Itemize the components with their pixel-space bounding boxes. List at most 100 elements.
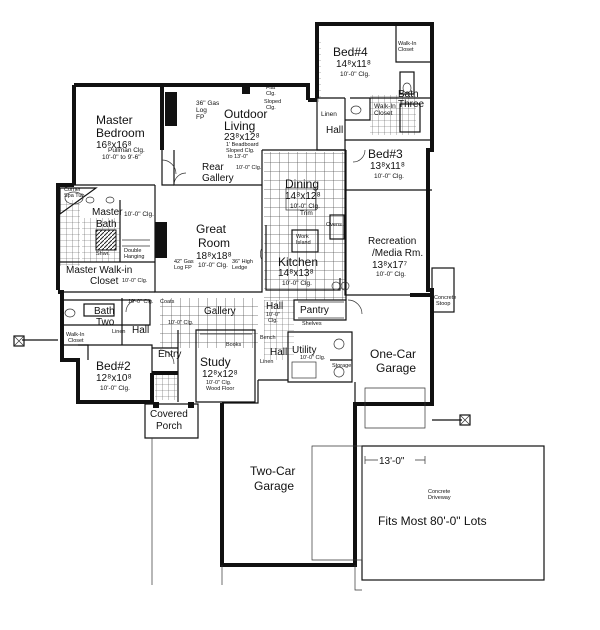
storage-label: Storage (332, 363, 352, 369)
master-title-1: Master (96, 113, 133, 127)
one-car-title-1: One-Car (370, 347, 417, 361)
outdoor-note-3: to 13'-0" (228, 154, 249, 160)
bed2-size: 12⁸x10⁸ (96, 373, 132, 384)
bed3-title: Bed#3 (368, 147, 403, 161)
bed4-ceiling: 10'-0" Clg. (340, 71, 370, 78)
tub-label-1: Corner (64, 187, 81, 193)
master-bath-ceiling: 10'-0" Clg. (124, 211, 154, 218)
great-room-title-2: Room (198, 236, 231, 250)
master-title-2: Bedroom (96, 126, 145, 140)
island-label-1: Work (296, 234, 309, 240)
outdoor-flat-clg: Clg. (266, 91, 276, 97)
bath3-closet-label: Walk-In Closet (374, 103, 396, 117)
bath-two-ceiling: 10'-0" Clg. (128, 299, 154, 305)
ledge-label-2: Ledge (232, 265, 248, 271)
left-linen-label: Linen (112, 329, 126, 335)
bench-label: Bench (260, 335, 276, 341)
outdoor-flat: Flat (266, 85, 276, 91)
outdoor-note-2: Sloped Clg. (226, 148, 255, 154)
site-lines (151, 387, 545, 591)
bath-two-title-2: Two (96, 317, 115, 328)
study-size: 12⁸x12⁸ (202, 369, 238, 380)
master-size: 16⁸x16⁸ (96, 140, 132, 151)
rear-gallery-title-2: Gallery (202, 173, 234, 184)
fixtures (13, 71, 471, 426)
rear-gallery-title-1: Rear (202, 162, 224, 173)
kitchen-size: 14⁸x13⁸ (278, 268, 314, 279)
utility-ceiling: 10'-0" Clg. (300, 355, 326, 361)
outdoor-title-1: Outdoor (224, 107, 268, 121)
one-car-title-2: Garage (376, 361, 417, 375)
master-bath-title-2: Bath (96, 219, 117, 230)
dining-size: 14⁸x12⁸ (285, 191, 321, 202)
driveway-width-dimension: 13'-0" (379, 456, 405, 467)
great-room-gas-1: 42" Gas (174, 259, 194, 265)
hanging-label-1: Double (124, 248, 142, 254)
walkin-left-2: Closet (68, 338, 84, 344)
dining-title: Dining (285, 177, 320, 191)
stoop-label-2: Stoop (436, 301, 451, 307)
shelves-label: Shelves (302, 321, 322, 327)
island-label-2: Island (296, 240, 311, 246)
shower-label: Shwr. (96, 251, 110, 257)
dining-trim: Trim (300, 210, 313, 217)
outdoor-sloped: Sloped (264, 99, 282, 105)
books-label: Books (226, 342, 242, 348)
study-ceiling: 10'-0" Clg. (206, 380, 232, 386)
master-closet-title-1: Master Walk-in (66, 265, 133, 276)
left-hall-label: Hall (132, 325, 150, 336)
recreation-size: 13⁸x17⁷ (372, 260, 408, 271)
outdoor-title-2: Living (224, 119, 256, 133)
kitchen-title: Kitchen (278, 255, 319, 269)
dining-ceiling: 10'-0" Clg. (290, 203, 320, 210)
master-bath-title-1: Master (92, 207, 123, 218)
master-closet-title-2: Closet (90, 276, 119, 287)
two-car-title-1: Two-Car (250, 464, 296, 478)
outdoor-size: 23⁸x12⁸ (224, 132, 260, 143)
mid-hall-ceiling-1: 10'-0" (266, 312, 281, 318)
bed4-title: Bed#4 (333, 45, 368, 59)
study-title: Study (200, 355, 231, 369)
master-closet-ceiling: 10'-0" Clg. (122, 278, 148, 284)
utility-title: Utility (292, 345, 317, 356)
outdoor-log: Log (196, 107, 207, 114)
bed3-ceiling: 10'-0" Clg. (374, 173, 404, 180)
kitchen-ceiling: 10'-0" Clg. (282, 280, 312, 287)
hanging-label-2: Hanging (124, 254, 145, 260)
tub-label-2: Spa Tub (64, 193, 85, 199)
stoop-label-1: Concrete (434, 295, 457, 301)
upper-linen-label: Linen (321, 111, 337, 118)
pantry-label: Pantry (300, 305, 329, 316)
gallery-ceiling: 10'-0" Clg. (168, 320, 194, 326)
bath3-label: Bath Three (398, 89, 425, 110)
outdoor-fp: FP (196, 114, 205, 121)
driveway-label-1: Concrete (428, 489, 451, 495)
recreation-title-1: Recreation (368, 236, 417, 247)
exterior-walls (56, 22, 434, 567)
bath-two-title-1: Bath (94, 306, 115, 317)
study-floor: Wood Floor (206, 386, 235, 392)
entry-label: Entry (158, 349, 182, 360)
mid-hall-ceiling-2: Clg. (268, 318, 278, 324)
bed2-ceiling: 10'-0" Clg. (100, 385, 130, 392)
outdoor-gas: 36" Gas (196, 100, 220, 107)
great-room-title-1: Great (196, 222, 227, 236)
porch-title-1: Covered (150, 409, 188, 420)
coats-label: Coats (160, 299, 175, 305)
outdoor-note-1: 1' Beadboard (226, 142, 259, 148)
recreation-title-2: /Media Rm. (372, 248, 424, 259)
bed3-size: 13⁸x11⁸ (370, 161, 405, 172)
recreation-ceiling: 10'-0" Clg. (376, 271, 406, 278)
upper-hall-label: Hall (326, 125, 344, 136)
util-linen-label: Linen (260, 359, 274, 365)
lot-size-note: Fits Most 80'-0" Lots (378, 514, 487, 528)
great-room-size: 18⁸x18⁸ (196, 251, 232, 262)
master-ceiling-1: Pullman Clg. (108, 147, 145, 154)
walkin-left-1: Walk-In (66, 332, 85, 338)
ovens-label: Ovens (326, 222, 342, 228)
great-room-gas-2: Log FP (174, 265, 192, 271)
util-hall-label: Hall (270, 347, 288, 358)
outdoor-sloped-clg: Clg. (266, 105, 276, 111)
ledge-label-1: 36" High (232, 259, 253, 265)
rear-gallery-ceiling: 10'-0" Clg. (236, 165, 262, 171)
